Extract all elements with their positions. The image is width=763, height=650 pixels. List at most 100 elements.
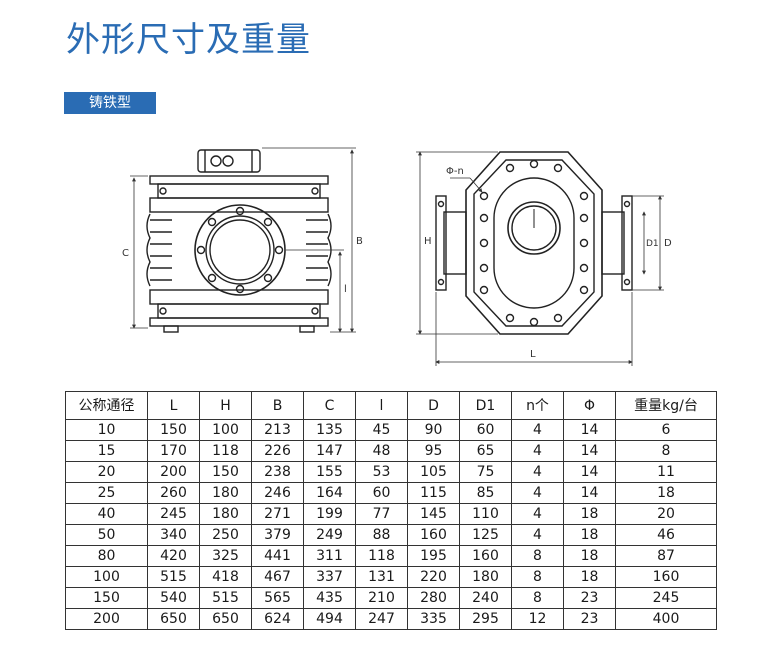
table-cell: 160 bbox=[459, 545, 512, 567]
table-cell: 213 bbox=[251, 419, 304, 441]
dim-label-h: H bbox=[424, 236, 432, 247]
table-cell: 145 bbox=[407, 503, 460, 525]
table-cell: 650 bbox=[199, 608, 252, 630]
table-cell: 80 bbox=[65, 545, 148, 567]
table-cell: 4 bbox=[511, 482, 564, 504]
table-header-cell: D bbox=[407, 391, 460, 420]
table-cell: 85 bbox=[459, 482, 512, 504]
table-cell: 18 bbox=[563, 545, 616, 567]
table-cell: 280 bbox=[407, 587, 460, 609]
table-cell: 90 bbox=[407, 419, 460, 441]
table-cell: 515 bbox=[199, 587, 252, 609]
table-cell: 155 bbox=[303, 461, 356, 483]
table-cell: 18 bbox=[563, 524, 616, 546]
table-cell: 131 bbox=[355, 566, 408, 588]
table-cell: 245 bbox=[147, 503, 200, 525]
table-cell: 95 bbox=[407, 440, 460, 462]
table-cell: 4 bbox=[511, 419, 564, 441]
table-cell: 60 bbox=[355, 482, 408, 504]
table-cell: 246 bbox=[251, 482, 304, 504]
table-cell: 420 bbox=[147, 545, 200, 567]
table-cell: 135 bbox=[303, 419, 356, 441]
table-cell: 624 bbox=[251, 608, 304, 630]
table-cell: 180 bbox=[199, 482, 252, 504]
table-cell: 60 bbox=[459, 419, 512, 441]
dim-label-d: D bbox=[664, 238, 672, 249]
table-cell: 125 bbox=[459, 524, 512, 546]
front-view-dimensions bbox=[416, 151, 664, 366]
table-cell: 25 bbox=[65, 482, 148, 504]
table-header-cell: 重量kg/台 bbox=[615, 391, 717, 420]
table-cell: 150 bbox=[65, 587, 148, 609]
table-cell: 6 bbox=[615, 419, 717, 441]
table-cell: 4 bbox=[511, 503, 564, 525]
table-header-cell: H bbox=[199, 391, 252, 420]
table-cell: 150 bbox=[199, 461, 252, 483]
table-cell: 11 bbox=[615, 461, 717, 483]
type-badge: 铸铁型 bbox=[64, 92, 156, 114]
table-cell: 53 bbox=[355, 461, 408, 483]
table-header-cell: B bbox=[251, 391, 304, 420]
table-cell: 18 bbox=[563, 503, 616, 525]
table-cell: 88 bbox=[355, 524, 408, 546]
table-cell: 565 bbox=[251, 587, 304, 609]
front-view-drawing bbox=[435, 151, 633, 335]
table-cell: 8 bbox=[511, 545, 564, 567]
table-cell: 170 bbox=[147, 440, 200, 462]
table-cell: 46 bbox=[615, 524, 717, 546]
table-cell: 4 bbox=[511, 461, 564, 483]
table-cell: 250 bbox=[199, 524, 252, 546]
table-cell: 115 bbox=[407, 482, 460, 504]
dim-label-d1: D1 bbox=[646, 239, 659, 249]
table-cell: 12 bbox=[511, 608, 564, 630]
table-cell: 247 bbox=[355, 608, 408, 630]
table-cell: 540 bbox=[147, 587, 200, 609]
table-cell: 14 bbox=[563, 461, 616, 483]
table-cell: 271 bbox=[251, 503, 304, 525]
table-cell: 200 bbox=[147, 461, 200, 483]
table-cell: 147 bbox=[303, 440, 356, 462]
table-cell: 105 bbox=[407, 461, 460, 483]
table-cell: 195 bbox=[407, 545, 460, 567]
table-cell: 311 bbox=[303, 545, 356, 567]
table-cell: 295 bbox=[459, 608, 512, 630]
table-cell: 418 bbox=[199, 566, 252, 588]
page-title: 外形尺寸及重量 bbox=[66, 20, 311, 60]
dim-label-c: C bbox=[122, 248, 129, 259]
table-cell: 100 bbox=[199, 419, 252, 441]
table-cell: 23 bbox=[563, 608, 616, 630]
table-cell: 20 bbox=[65, 461, 148, 483]
table-cell: 220 bbox=[407, 566, 460, 588]
table-cell: 18 bbox=[563, 566, 616, 588]
table-cell: 379 bbox=[251, 524, 304, 546]
table-cell: 8 bbox=[615, 440, 717, 462]
table-cell: 10 bbox=[65, 419, 148, 441]
table-cell: 260 bbox=[147, 482, 200, 504]
table-cell: 435 bbox=[303, 587, 356, 609]
table-cell: 4 bbox=[511, 440, 564, 462]
table-cell: 118 bbox=[199, 440, 252, 462]
table-cell: 87 bbox=[615, 545, 717, 567]
table-cell: 200 bbox=[65, 608, 148, 630]
table-cell: 14 bbox=[563, 440, 616, 462]
table-cell: 160 bbox=[615, 566, 717, 588]
table-cell: 45 bbox=[355, 419, 408, 441]
side-view-drawing bbox=[146, 149, 332, 333]
table-cell: 199 bbox=[303, 503, 356, 525]
table-cell: 245 bbox=[615, 587, 717, 609]
table-cell: 8 bbox=[511, 587, 564, 609]
table-header-cell: C bbox=[303, 391, 356, 420]
table-cell: 118 bbox=[355, 545, 408, 567]
table-cell: 14 bbox=[563, 482, 616, 504]
table-cell: 48 bbox=[355, 440, 408, 462]
table-cell: 8 bbox=[511, 566, 564, 588]
table-cell: 335 bbox=[407, 608, 460, 630]
